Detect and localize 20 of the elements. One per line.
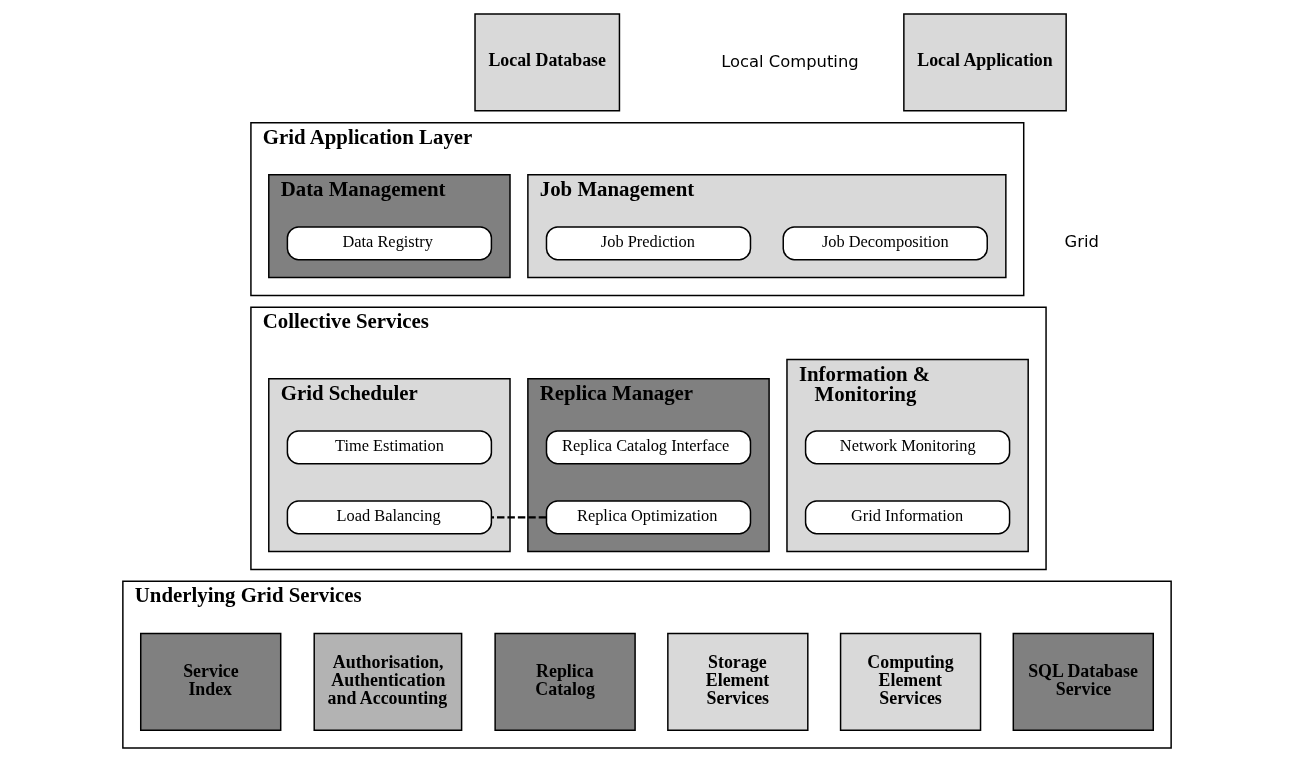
node-box: SQL Database Service (1012, 632, 1154, 731)
label: Grid (1064, 232, 1099, 252)
label: Local Computing (720, 51, 859, 71)
node-box: Authorisation, Authentication and Accounting (312, 632, 462, 731)
node-box: Replica Catalog Interface (545, 430, 751, 465)
node-box: Data Registry (286, 226, 492, 261)
connector (491, 516, 546, 519)
node-box: Computing Element Services (839, 632, 981, 731)
node-box: Time Estimation (286, 430, 492, 465)
node-box: Replica Optimization (545, 500, 751, 535)
node-box: Replica Catalog (493, 632, 636, 731)
node-box: Network Monitoring (804, 430, 1010, 465)
node-box: Load Balancing (286, 500, 492, 535)
node-box: Local Application (902, 13, 1067, 112)
node-box: Job Prediction (545, 226, 751, 261)
node-box: Grid Information (804, 500, 1010, 535)
node-box: Storage Element Services (666, 632, 809, 731)
node-box: Local Database (473, 13, 620, 112)
node-box: Job Decomposition (782, 226, 988, 261)
node-box: Service Index (139, 632, 281, 731)
